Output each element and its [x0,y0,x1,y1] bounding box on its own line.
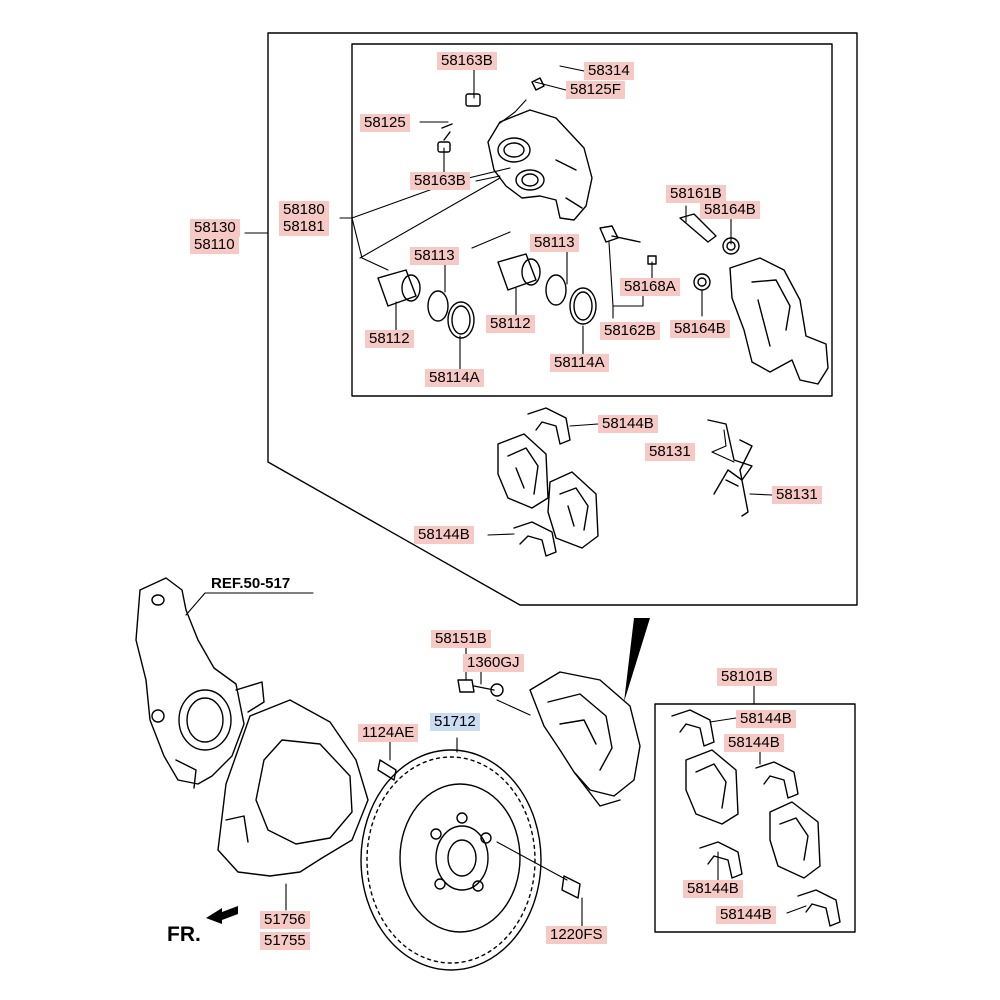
part-label[interactable]: 1124AE [358,724,419,742]
fasteners [377,679,581,899]
direction-label: FR. [167,923,201,946]
part-label[interactable]: 58162B [600,322,660,340]
part-label[interactable]: 58144B [736,710,796,728]
guide-pins [599,213,740,291]
part-label[interactable]: 58144B [724,734,784,752]
pad-kit-box [654,703,856,933]
part-label[interactable]: 1220FS [546,926,607,944]
assembly-pointer [624,618,650,702]
part-label[interactable]: 58125F [566,81,625,99]
part-label[interactable]: 58125 [360,114,410,132]
part-label[interactable]: 1360GJ [463,654,524,672]
caliper-housing [487,109,593,221]
part-label[interactable]: 58164B [670,320,730,338]
part-label[interactable]: 58163B [410,172,470,190]
part-label[interactable]: 58168A [620,278,680,296]
bleeder-bolts [437,77,545,153]
anti-rattle-springs [707,419,753,517]
part-label[interactable]: 58114A [550,354,609,372]
part-label[interactable]: 58144B [716,906,776,924]
part-label-highlighted[interactable]: 51712 [430,713,480,731]
piston-set-right [497,253,597,325]
pad-clips-lower [671,709,841,927]
part-label[interactable]: 58144B [414,526,474,544]
part-label[interactable]: 58110 [190,236,239,254]
piston-set-left [377,269,475,339]
brake-pads-upper [497,433,599,549]
leader-lines [185,65,807,927]
arrow-icon [206,906,238,924]
part-label[interactable]: 51755 [260,932,310,950]
part-label[interactable]: 58113 [530,234,579,252]
part-label[interactable]: 58164B [700,201,760,219]
part-label[interactable]: 58161B [666,185,726,203]
part-label[interactable]: 51756 [260,911,310,929]
steering-knuckle [135,577,265,789]
part-label[interactable]: 58144B [598,415,658,433]
reference-note: REF.50-517 [211,575,291,592]
brake-disc [360,749,542,971]
pad-clips-upper [513,407,571,557]
part-label[interactable]: 58131 [645,443,695,461]
caliper-kit-outline [267,32,858,606]
part-label[interactable]: 58112 [486,315,535,333]
part-label[interactable]: 58130 [190,219,240,237]
brake-pads-lower [685,749,821,879]
part-label[interactable]: 58180 [279,201,329,219]
caliper-assembly [529,671,641,807]
part-label[interactable]: 58314 [584,62,634,80]
part-label[interactable]: 58114A [425,369,484,387]
part-label[interactable]: 58181 [279,218,329,236]
part-label[interactable]: 58112 [365,330,414,348]
part-label[interactable]: 58101B [717,668,777,686]
part-label[interactable]: 58163B [437,52,497,70]
part-label[interactable]: 58113 [410,247,459,265]
caliper-bracket [729,257,829,385]
dust-shield [217,699,369,877]
part-label[interactable]: 58131 [772,486,822,504]
part-label[interactable]: 58151B [431,630,491,648]
part-label[interactable]: 58144B [683,880,743,898]
